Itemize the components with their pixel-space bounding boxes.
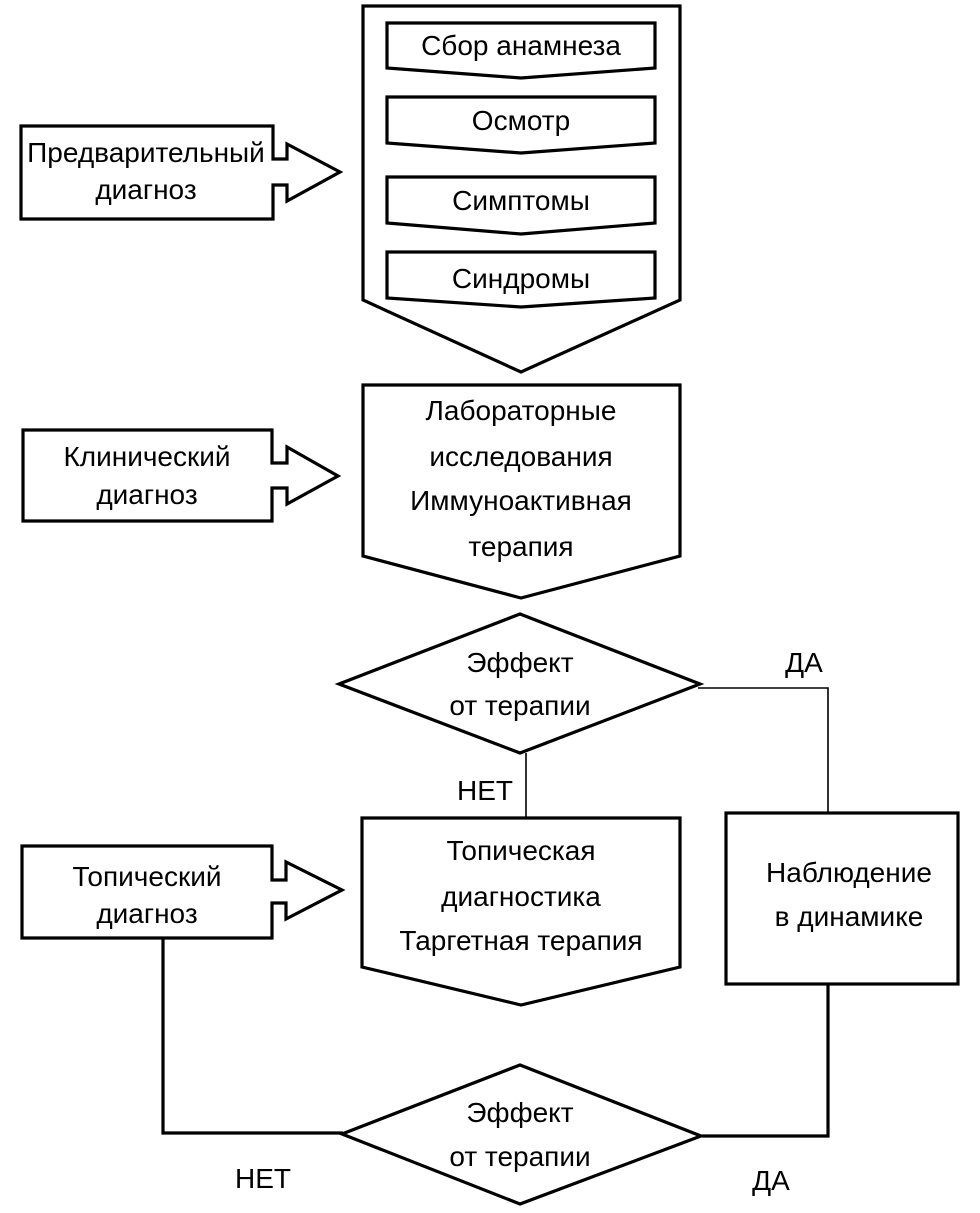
d2-no-label: НЕТ <box>235 1163 291 1194</box>
decision-2-diamond <box>337 1063 706 1206</box>
lab-research-block <box>361 383 682 600</box>
lab-line3: Иммуноактивная <box>410 485 632 516</box>
step-syndromes: Синдромы <box>452 263 590 294</box>
decision-2-line2: от терапии <box>449 1141 590 1172</box>
step-symptoms: Симптомы <box>452 185 590 216</box>
preliminary-diagnosis-line2: диагноз <box>95 174 196 205</box>
topical-block-line2: диагностика <box>441 881 601 912</box>
step-box-exam <box>385 95 657 155</box>
observation-line1: Наблюдение <box>766 857 932 888</box>
step-box-anamnesis <box>385 21 657 80</box>
decision-1-diamond <box>334 612 705 755</box>
observation-line2: в динамике <box>775 901 924 932</box>
clinical-diagnosis-line2: диагноз <box>96 479 197 510</box>
observation-block <box>724 811 960 986</box>
clinical-diagnosis-line1: Клинический <box>63 441 230 472</box>
topical-block-line3: Таргетная терапия <box>399 925 642 956</box>
decision-1-line1: Эффект <box>466 647 573 678</box>
lab-line1: Лабораторные <box>426 395 617 426</box>
step-box-syndromes <box>385 250 657 309</box>
clinical-diagnosis-arrow <box>21 428 342 523</box>
preliminary-diagnosis-line1: Предварительный <box>27 137 265 168</box>
lab-line4: терапия <box>468 531 573 562</box>
topical-diagnosis-arrow <box>20 844 346 940</box>
d2-yes-label: ДА <box>752 1165 790 1196</box>
d1-yes-label: ДА <box>785 647 823 678</box>
d2-yes-connector <box>702 984 830 1138</box>
preliminary-diagnosis-arrow <box>19 124 344 221</box>
topical-block-line1: Топическая <box>446 835 595 866</box>
decision-1-line2: от терапии <box>449 690 590 721</box>
d1-yes-connector <box>698 687 829 813</box>
topical-diagnostics-block <box>360 816 682 1007</box>
step-anamnesis: Сбор анамнеза <box>421 30 621 61</box>
lab-line2: исследования <box>429 441 612 472</box>
step-exam: Осмотр <box>472 105 570 136</box>
d1-no-label: НЕТ <box>457 775 513 806</box>
step-box-symptoms <box>385 175 657 236</box>
topical-diagnosis-line2: диагноз <box>96 898 197 929</box>
d2-no-connector <box>161 938 343 1135</box>
decision-2-line1: Эффект <box>466 1097 573 1128</box>
topical-diagnosis-line1: Топический <box>73 861 222 892</box>
